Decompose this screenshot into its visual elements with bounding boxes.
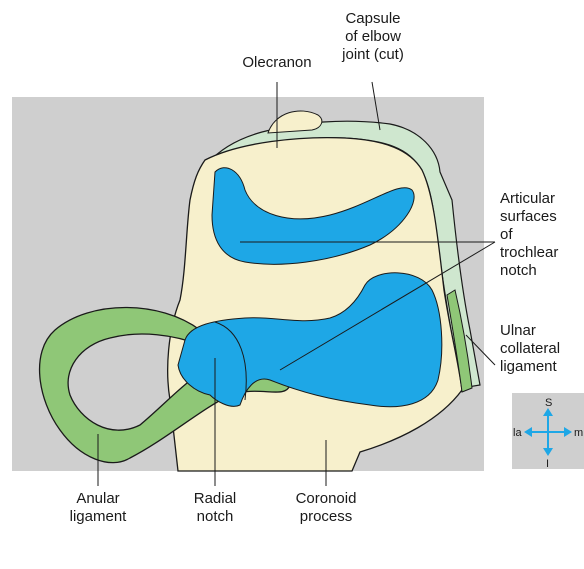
compass-superior-label: S xyxy=(545,397,552,409)
orientation-compass: S I la m xyxy=(512,393,584,470)
label-ulnar-collateral: Ulnar collateral ligament xyxy=(500,322,584,376)
label-olecranon: Olecranon xyxy=(232,54,322,72)
compass-lateral-label: la xyxy=(513,427,522,439)
label-coronoid-process: Coronoid process xyxy=(276,490,376,526)
compass-inferior-label: I xyxy=(546,458,549,470)
label-anular-ligament: Anular ligament xyxy=(48,490,148,526)
label-articular-surfaces: Articular surfaces of trochlear notch xyxy=(500,190,584,280)
label-capsule: Capsule of elbow joint (cut) xyxy=(328,10,418,64)
label-radial-notch: Radial notch xyxy=(170,490,260,526)
compass-medial-label: m xyxy=(574,427,583,439)
